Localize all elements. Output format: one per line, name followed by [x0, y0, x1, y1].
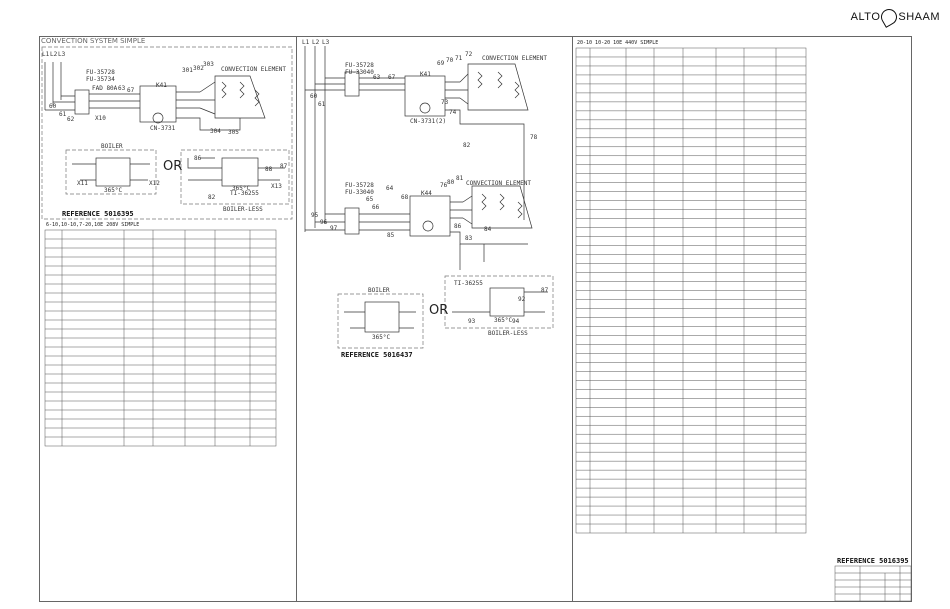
left-reference: REFERENCE 5016395 — [62, 210, 134, 218]
wire-number: 84 — [484, 226, 492, 233]
wire-number: 97 — [330, 225, 338, 232]
wire-number: 95 — [311, 212, 319, 219]
mid-schematic — [304, 46, 554, 349]
wire-number: 87 — [541, 287, 549, 294]
right-table — [575, 47, 807, 534]
mid-top-element-label: CONVECTION ELEMENT — [482, 55, 548, 62]
left-part-b: FU-35734 — [86, 76, 115, 83]
wire-number: 304 — [210, 128, 221, 135]
wire-number: 87 — [280, 163, 288, 170]
left-fuse-rating: FAD 80A — [92, 85, 118, 92]
wire-number: 63 — [373, 74, 381, 81]
wire-number: 303 — [203, 61, 214, 68]
wire-number: 86 — [194, 155, 202, 162]
brand-logo: ALTO SHAAM — [851, 6, 940, 28]
left-boiler-temp: 365°C — [104, 187, 123, 194]
sheet-frame — [39, 36, 912, 602]
wire-number: 63 — [118, 85, 126, 92]
wire-number: 67 — [127, 87, 135, 94]
logo-text-left: ALTO — [850, 11, 881, 23]
mid-reference: REFERENCE 5016437 — [341, 351, 413, 359]
left-boiler-label: BOILER — [101, 143, 123, 150]
wire-number: 72 — [465, 51, 473, 58]
mid-top-part-b: FU-33040 — [345, 69, 374, 76]
mid-line-label-l1: L1 — [302, 39, 310, 46]
wire-number: 65 — [366, 196, 374, 203]
right-table-title: 20-10 10-20 10E 440V SIMPLE — [577, 40, 659, 46]
title-block — [834, 565, 912, 602]
left-table-title: 6-10,10-10,7-20,10E 208V SIMPLE — [46, 222, 140, 228]
wire-number: 85 — [387, 232, 395, 239]
wire-number: 68 — [401, 194, 409, 201]
left-or-label: OR — [163, 159, 183, 174]
wire-number: 81 — [456, 175, 464, 182]
mid-bottom-part-b: FU-33040 — [345, 189, 374, 196]
wire-number: 74 — [449, 109, 457, 116]
wire-number: 88 — [265, 166, 273, 173]
wire-number: 96 — [320, 219, 328, 226]
wire-number: 60 — [49, 103, 57, 110]
wire-number: 82 — [208, 194, 216, 201]
wire-number: 60 — [310, 93, 318, 100]
wire-number: 80 — [447, 179, 455, 186]
wire-number: 305 — [228, 129, 239, 136]
mid-boilerless-label: BOILER-LESS — [488, 330, 528, 337]
line-label-l2: L2 — [50, 51, 58, 58]
wire-number: 92 — [518, 296, 526, 303]
wire-number: 70 — [446, 57, 454, 64]
mid-line-label-l3: L3 — [322, 39, 330, 46]
wire-number: 302 — [193, 65, 204, 72]
left-boilerless-temp: 365°C — [232, 185, 251, 192]
wire-number: 64 — [386, 185, 394, 192]
mid-or-label: OR — [429, 303, 449, 318]
left-contactor: K41 — [156, 82, 167, 89]
mid-line-label-l2: L2 — [312, 39, 320, 46]
wire-number: 82 — [463, 142, 471, 149]
left-part-a: FU-35728 — [86, 69, 115, 76]
wire-number: 67 — [388, 74, 396, 81]
logo-text-right: SHAAM — [898, 11, 940, 23]
left-panel-title: CONVECTION SYSTEM SIMPLE — [41, 37, 146, 45]
left-schematic — [41, 46, 293, 220]
line-label-l1: L1 — [42, 51, 50, 58]
mid-boilerless-temp: 365°C — [494, 317, 513, 324]
wire-number: 61 — [59, 111, 67, 118]
wire-number: 86 — [454, 223, 462, 230]
line-label-l3: L3 — [58, 51, 66, 58]
wire-number: X12 — [149, 180, 160, 187]
mid-bottom-element-label: CONVECTION ELEMENT — [466, 180, 532, 187]
mid-top-contactor-part: CN-3731(2) — [410, 118, 447, 125]
right-reference: REFERENCE 5016395 — [837, 557, 909, 565]
mid-top-contactor: K41 — [420, 71, 431, 78]
wire-number: X13 — [271, 183, 282, 190]
wire-number: 76 — [440, 182, 448, 189]
wire-number: X11 — [77, 180, 88, 187]
left-contactor-part: CN-3731 — [150, 125, 176, 132]
mid-bottom-part-a: FU-35728 — [345, 182, 374, 189]
wire-number: 66 — [372, 204, 380, 211]
mid-top-part-a: FU-35728 — [345, 62, 374, 69]
left-boilerless-label: BOILER-LESS — [223, 206, 263, 213]
left-boilerless-part: TI-36255 — [230, 190, 259, 197]
wire-number: 71 — [455, 55, 463, 62]
wire-number: 93 — [468, 318, 476, 325]
left-element-label: CONVECTION ELEMENT — [221, 66, 287, 73]
wire-number: 62 — [67, 116, 75, 123]
mid-boiler-label: BOILER — [368, 287, 390, 294]
wire-number: 78 — [530, 134, 538, 141]
wire-number: 69 — [437, 60, 445, 67]
wire-number: X10 — [95, 115, 106, 122]
mid-boilerless-part: TI-36255 — [454, 280, 483, 287]
wire-number: 94 — [512, 318, 520, 325]
wire-number: 61 — [318, 101, 326, 108]
mid-boiler-temp: 365°C — [372, 334, 391, 341]
mid-bottom-contactor: K44 — [421, 190, 432, 197]
wire-number: 73 — [441, 99, 449, 106]
wire-number: 83 — [465, 235, 473, 242]
left-table — [44, 229, 277, 447]
wire-number: 301 — [182, 67, 193, 74]
